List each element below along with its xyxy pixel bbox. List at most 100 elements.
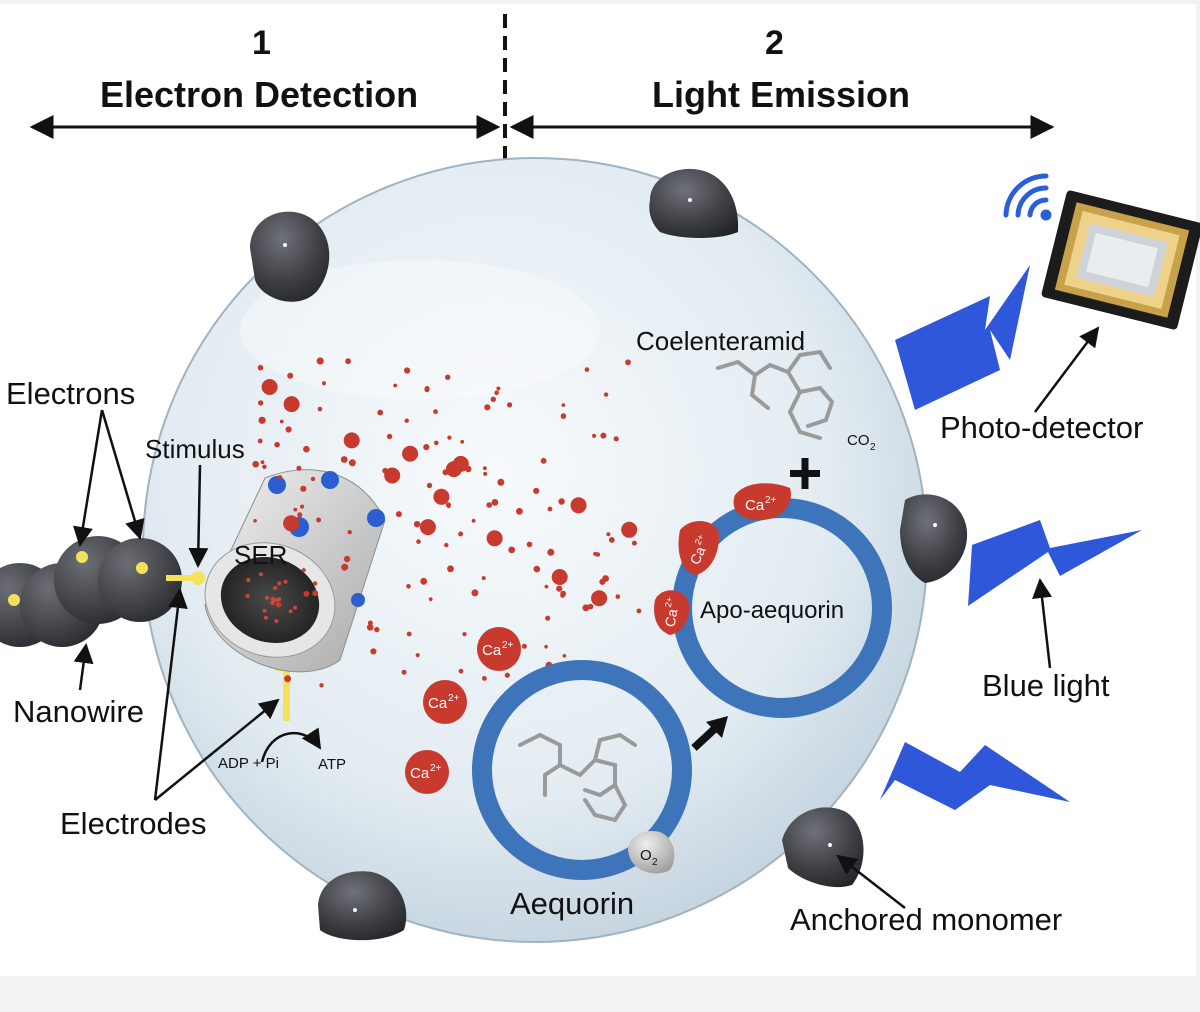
ca-label-3: Ca 2+ (410, 763, 442, 782)
calcium-dot (482, 676, 487, 681)
calcium-dot (636, 608, 642, 614)
calcium-dot (484, 404, 491, 411)
calcium-dot (374, 626, 380, 633)
calcium-dot (593, 551, 598, 556)
calcium-dot (317, 406, 323, 412)
calcium-dot (303, 591, 310, 597)
calcium-dot (370, 648, 377, 655)
section2-title: Light Emission (652, 74, 911, 115)
calcium-dot (416, 539, 421, 544)
calcium-dot (406, 584, 411, 589)
calcium-dot (404, 418, 409, 423)
calcium-dot (297, 512, 303, 518)
ser-calcium-dot (288, 609, 293, 614)
svg-text:2+: 2+ (765, 495, 777, 506)
calcium-dot (625, 359, 631, 366)
anchored-monomer-label: Anchored monomer (790, 902, 1063, 937)
svg-text:2+: 2+ (448, 693, 460, 704)
svg-text:Ca: Ca (745, 497, 765, 514)
calcium-dot (262, 464, 267, 469)
cell-highlight (240, 260, 600, 400)
calcium-dot (283, 396, 300, 413)
coelenteramid-molecule (716, 349, 835, 440)
calcium-dot (303, 445, 310, 453)
nanowire (0, 536, 182, 647)
calcium-dot (348, 459, 356, 467)
calcium-dot (349, 437, 354, 442)
svg-text:2+: 2+ (693, 533, 706, 547)
calcium-dot (562, 654, 567, 658)
calcium-dot (445, 374, 451, 380)
calcium-dot (322, 381, 326, 386)
calcium-dot (258, 400, 264, 406)
calcium-dot (613, 436, 619, 442)
ser-calcium-dot (258, 572, 263, 577)
calcium-dot (458, 531, 464, 537)
receptor-blue (268, 476, 286, 494)
calcium-dot (296, 465, 302, 471)
svg-text:Ca: Ca (410, 765, 430, 782)
calcium-dot (481, 576, 486, 581)
section1-number: 1 (252, 24, 271, 62)
calcium-dot (386, 433, 393, 440)
calcium-dot (253, 519, 257, 523)
blue-light-label: Blue light (982, 668, 1110, 703)
anchored-monomer-bottom-left (318, 871, 407, 941)
blue-light-bolt-middle (968, 520, 1142, 606)
calcium-dot (382, 467, 388, 474)
calcium-dot (393, 383, 398, 388)
anchored-monomer-right (900, 494, 968, 583)
calcium-dot (343, 555, 351, 563)
electrode-pointer-arrows (153, 588, 280, 801)
calcium-dot (547, 548, 555, 556)
photo-detector-label: Photo-detector (940, 410, 1144, 445)
calcium-dot (547, 506, 553, 512)
calcium-dot (319, 683, 324, 688)
calcium-dot (433, 488, 450, 505)
calcium-dot (312, 590, 319, 597)
calcium-dot (497, 478, 505, 486)
calcium-dot (447, 435, 452, 440)
calcium-dot (508, 546, 516, 554)
stimulus-pointer-arrow (188, 464, 209, 568)
calcium-dot (434, 440, 439, 446)
calcium-dots (252, 357, 642, 688)
calcium-dot (293, 507, 298, 512)
electron-dot (8, 594, 20, 606)
calcium-dot (544, 644, 548, 649)
calcium-dot (347, 530, 352, 535)
ser-label: SER (234, 540, 288, 570)
aequorin-label: Aequorin (510, 886, 635, 921)
receptor-blue (351, 593, 365, 607)
bound-calcium-mid (678, 521, 719, 575)
calcium-dot (471, 518, 476, 523)
calcium-dot (540, 457, 547, 464)
calcium-dot (494, 390, 499, 396)
calcium-dot (258, 416, 266, 424)
calcium-dot (377, 409, 384, 416)
calcium-dot (442, 469, 449, 476)
calcium-dot (471, 589, 479, 597)
svg-text:CO: CO (847, 432, 870, 449)
ser-calcium-dot (262, 608, 267, 613)
calcium-dot (283, 515, 300, 532)
svg-text:2: 2 (652, 857, 658, 868)
calcium-dot (445, 461, 462, 478)
ser-calcium-dot (283, 579, 288, 584)
apo-aequorin-label: Apo-aequorin (700, 597, 845, 624)
calcium-dot (261, 379, 278, 395)
ser-calcium-dot (274, 619, 279, 624)
svg-text:2+: 2+ (502, 640, 514, 651)
ca-label-2: Ca 2+ (428, 693, 460, 712)
calcium-dot (285, 426, 292, 433)
ser-calcium-dot (277, 581, 282, 586)
calcium-dot (460, 439, 465, 444)
ser-calcium-dot (265, 595, 269, 600)
electrons-label: Electrons (6, 376, 136, 411)
calcium-dot (277, 475, 283, 480)
co2-label: CO 2 (847, 432, 876, 453)
calcium-dot (483, 471, 488, 476)
calcium-dot (591, 590, 608, 607)
calcium-dot (433, 409, 438, 415)
ser-tube (204, 469, 386, 673)
